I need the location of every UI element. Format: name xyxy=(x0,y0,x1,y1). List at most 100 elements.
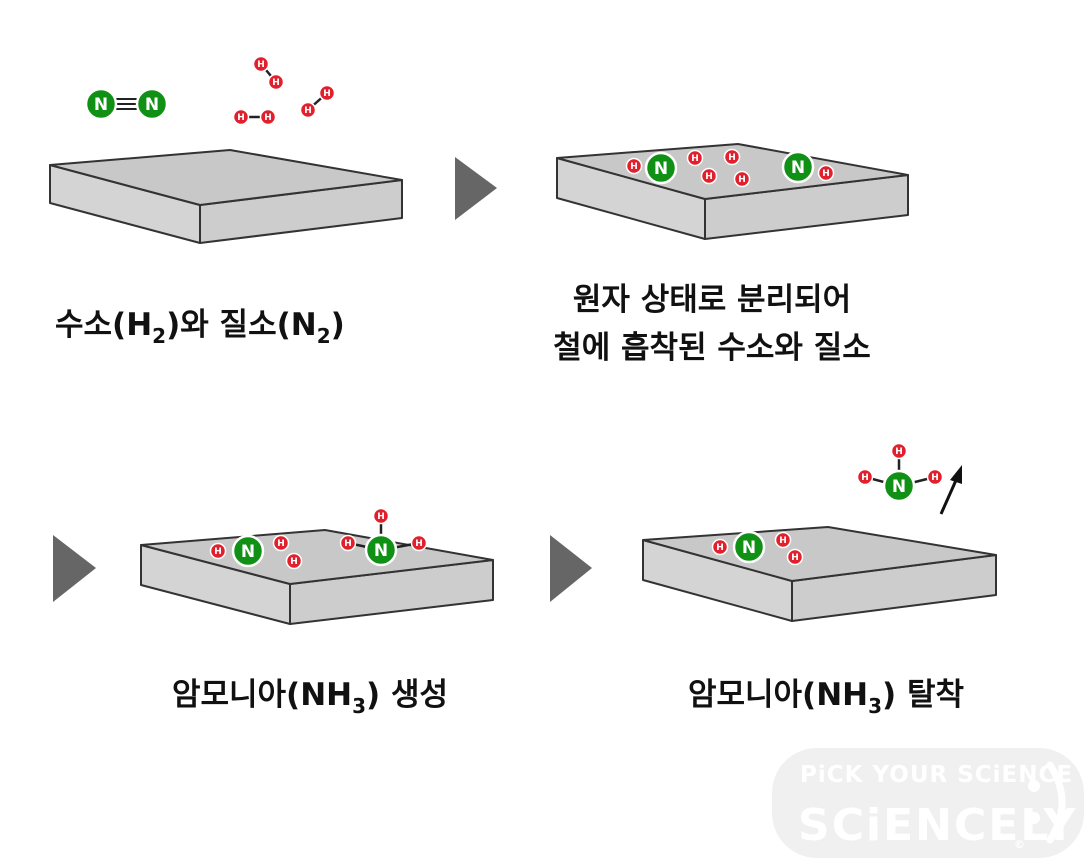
hydrogen-circle xyxy=(372,507,390,525)
hydrogen-symbol: H xyxy=(323,89,331,99)
hydrogen-atom: H xyxy=(232,108,250,126)
hydrogen-atom: H xyxy=(252,55,270,73)
hydrogen-atom: H xyxy=(723,148,741,166)
nitrogen-atom: N xyxy=(882,469,916,503)
step3-caption: 암모니아(NH3) 생성 xyxy=(172,677,448,718)
nitrogen-atom: N xyxy=(644,151,678,185)
nitrogen-circle xyxy=(644,151,678,185)
hydrogen-atom: H xyxy=(890,442,908,460)
hydrogen-symbol: H xyxy=(264,113,272,123)
hydrogen-circle xyxy=(786,548,804,566)
step2-caption-line1: 원자 상태로 분리되어 xyxy=(573,282,851,318)
hydrogen-circle xyxy=(723,148,741,166)
hydrogen-atom: H xyxy=(711,538,729,556)
step1-h2-molecule: H H xyxy=(232,108,277,126)
hydrogen-atom: H xyxy=(625,157,643,175)
smiley-mouth-icon xyxy=(1046,761,1066,844)
hydrogen-circle xyxy=(267,73,285,91)
nitrogen-circle xyxy=(84,87,118,121)
hydrogen-circle xyxy=(259,108,277,126)
hydrogen-atom: H xyxy=(686,149,704,167)
hydrogen-circle xyxy=(252,55,270,73)
hydrogen-atom: H xyxy=(856,468,874,486)
hydrogen-symbol: H xyxy=(290,557,298,567)
nitrogen-symbol: N xyxy=(374,541,388,561)
hydrogen-atom: H xyxy=(285,552,303,570)
step3-nh3-molecule: H H H N xyxy=(339,507,428,567)
step3-iron-slab xyxy=(140,529,494,625)
step2-panel: H N H H H H N H 원자 상태로 분리되어 철에 흡착된 수소와 질… xyxy=(553,143,909,366)
hydrogen-symbol: H xyxy=(214,547,222,557)
hydrogen-symbol: H xyxy=(377,512,385,522)
nitrogen-atom: N xyxy=(364,533,398,567)
nitrogen-atom: N xyxy=(732,530,766,564)
hydrogen-atom: H xyxy=(299,101,317,119)
step1-iron-slab xyxy=(49,149,403,244)
nitrogen-symbol: N xyxy=(892,477,906,497)
nitrogen-symbol: N xyxy=(94,95,108,115)
desorption-arrow-icon xyxy=(939,465,962,515)
slab-top-face xyxy=(49,149,403,206)
hydrogen-symbol: H xyxy=(779,536,787,546)
nitrogen-symbol: N xyxy=(654,159,668,179)
nitrogen-symbol: N xyxy=(241,542,255,562)
smiley-eye-icon xyxy=(1028,812,1040,824)
nitrogen-circle xyxy=(135,87,169,121)
step4-iron-slab xyxy=(642,526,997,622)
hydrogen-symbol: H xyxy=(895,447,903,457)
nitrogen-atom: N xyxy=(781,150,815,184)
hydrogen-circle xyxy=(700,167,718,185)
hydrogen-atom: H xyxy=(733,170,751,188)
hydrogen-symbol: H xyxy=(257,60,265,70)
hydrogen-symbol: H xyxy=(304,106,312,116)
step4-nh3-molecule: H H H N xyxy=(856,442,944,503)
hydrogen-circle xyxy=(926,468,944,486)
nitrogen-circle xyxy=(364,533,398,567)
watermark-brand: SCiENCELY xyxy=(798,800,1077,851)
nitrogen-symbol: N xyxy=(145,95,159,115)
hydrogen-circle xyxy=(711,538,729,556)
hydrogen-circle xyxy=(232,108,250,126)
step2-caption-line2: 철에 흡착된 수소와 질소 xyxy=(553,330,871,366)
hydrogen-atom: H xyxy=(817,164,835,182)
step-arrow-right xyxy=(550,535,592,602)
hydrogen-symbol: H xyxy=(691,154,699,164)
step1-h2-molecule: H H xyxy=(299,84,336,119)
hydrogen-circle xyxy=(272,534,290,552)
hydrogen-atom: H xyxy=(774,531,792,549)
hydrogen-symbol: H xyxy=(931,473,939,483)
slab-top-face xyxy=(642,526,997,582)
nitrogen-atom: N xyxy=(84,87,118,121)
hydrogen-symbol: H xyxy=(705,172,713,182)
sciencely-watermark: PiCK YOUR SCiENCE SCiENCELY © xyxy=(772,748,1084,858)
nitrogen-atom: N xyxy=(135,87,169,121)
hydrogen-circle xyxy=(817,164,835,182)
nitrogen-circle xyxy=(231,534,265,568)
hydrogen-atom: H xyxy=(926,468,944,486)
watermark-copyright: © xyxy=(1014,838,1025,851)
hydrogen-atom: H xyxy=(700,167,718,185)
hydrogen-symbol: H xyxy=(415,539,423,549)
nitrogen-symbol: N xyxy=(742,538,756,558)
hydrogen-atom: H xyxy=(786,548,804,566)
hydrogen-symbol: H xyxy=(237,113,245,123)
hydrogen-atom: H xyxy=(267,73,285,91)
hydrogen-circle xyxy=(318,84,336,102)
hydrogen-atom: H xyxy=(410,534,428,552)
hydrogen-symbol: H xyxy=(277,539,285,549)
hydrogen-circle xyxy=(299,101,317,119)
nitrogen-circle xyxy=(732,530,766,564)
hydrogen-symbol: H xyxy=(272,78,280,88)
step2-iron-slab xyxy=(556,143,909,240)
hydrogen-circle xyxy=(625,157,643,175)
nitrogen-atom: N xyxy=(231,534,265,568)
step4-caption: 암모니아(NH3) 탈착 xyxy=(688,677,964,718)
step3-panel: H N H H H H H N 암모니아(NH3) 생성 xyxy=(140,507,494,718)
nitrogen-symbol: N xyxy=(791,158,805,178)
step1-n2-molecule: N N xyxy=(84,87,169,121)
hydrogen-symbol: H xyxy=(716,543,724,553)
hydrogen-symbol: H xyxy=(630,162,638,172)
hydrogen-atom: H xyxy=(272,534,290,552)
hydrogen-symbol: H xyxy=(728,153,736,163)
step1-h2-molecule: H H xyxy=(252,55,285,91)
